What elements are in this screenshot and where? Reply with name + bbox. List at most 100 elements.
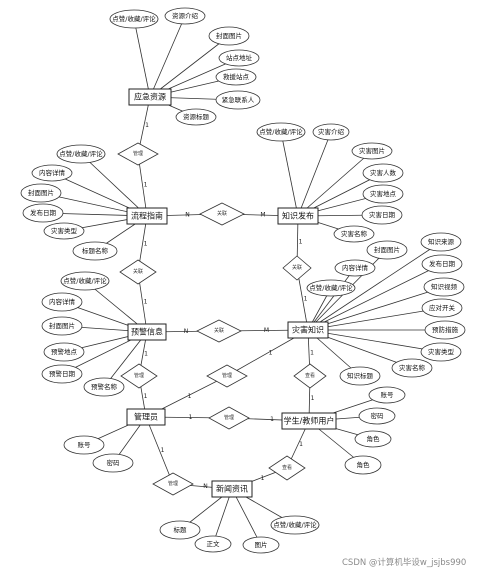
attribute-ellipse — [41, 364, 83, 384]
cardinality-label: M — [260, 212, 265, 219]
relationship-label: 查看 — [305, 372, 315, 379]
attribute-ellipse — [194, 535, 232, 553]
attribute-node: 点赞/收藏/评论 — [256, 122, 306, 142]
attribute-node: 封面图片 — [208, 26, 250, 46]
attribute-label: 知识视频 — [431, 282, 458, 291]
attribute-connector — [231, 488, 262, 546]
attribute-connector — [307, 263, 443, 331]
attribute-ellipse — [109, 9, 159, 29]
attribute-ellipse — [208, 26, 250, 46]
cardinality-label: 1 — [270, 416, 274, 423]
cardinality-label: 1 — [299, 441, 303, 448]
attribute-ellipse — [339, 366, 381, 386]
entity-gly: 管理员 — [126, 408, 166, 426]
attribute-ellipse — [423, 277, 465, 297]
attribute-ellipse — [242, 536, 280, 554]
relationship-label: 关联 — [214, 327, 224, 334]
entity-label: 新闻资讯 — [216, 484, 248, 494]
attribute-label: 正文 — [207, 539, 221, 548]
attribute-ellipse — [358, 407, 396, 425]
relationship-label: 关联 — [133, 268, 143, 275]
attribute-ellipse — [215, 90, 261, 110]
attribute-node: 灾害日期 — [361, 205, 403, 225]
attribute-ellipse — [83, 377, 125, 397]
attribute-node: 应对开关 — [421, 298, 463, 318]
relationship-label: 关联 — [292, 264, 302, 271]
cardinality-label: 1 — [261, 475, 265, 482]
relationship-label: 管理 — [168, 480, 178, 487]
attribute-node: 知识标题 — [339, 366, 381, 386]
entity-xs: 学生/教师用户 — [281, 412, 337, 430]
attribute-node: 灾害类型 — [420, 342, 462, 362]
relationship-node: 查看 — [268, 455, 306, 481]
attribute-label: 点赞/收藏/评论 — [112, 14, 156, 23]
attribute-label: 标题 — [174, 525, 188, 534]
attribute-node: 预警名称 — [83, 377, 125, 397]
attribute-connector — [297, 131, 332, 217]
attribute-label: 账号 — [381, 390, 395, 399]
attribute-node: 灾害地点 — [362, 184, 404, 204]
attribute-node: 角色 — [344, 455, 382, 475]
relationship-label: 管理 — [133, 150, 143, 157]
attribute-label: 灾害人数 — [370, 168, 397, 177]
attribute-ellipse — [362, 184, 404, 204]
attribute-ellipse — [312, 123, 350, 141]
relationship-node: 管理 — [152, 472, 194, 496]
cardinality-label: 1 — [161, 447, 165, 454]
attribute-label: 账号 — [78, 440, 92, 449]
attribute-label: 内容详情 — [49, 297, 76, 306]
attribute-node: 灾害图片 — [351, 142, 393, 160]
attribute-ellipse — [31, 164, 73, 182]
attribute-ellipse — [215, 68, 257, 86]
entity-label: 管理员 — [134, 412, 158, 422]
attribute-label: 封面图片 — [28, 188, 54, 197]
attribute-ellipse — [270, 515, 320, 535]
relationship-node: 关联 — [199, 202, 245, 226]
relationship-diamond — [152, 472, 194, 496]
relationship-label: 关联 — [217, 210, 227, 217]
cardinality-label: 1 — [144, 351, 148, 358]
relationship-diamond — [196, 319, 242, 343]
attribute-node: 角色 — [354, 430, 392, 448]
attribute-label: 资源介绍 — [172, 11, 199, 20]
attribute-label: 封面图片 — [374, 245, 400, 254]
relationship-node: 管理 — [208, 406, 250, 430]
attribute-ellipse — [362, 163, 404, 183]
attribute-connector — [297, 150, 373, 217]
attribute-node: 紧急联系人 — [215, 90, 261, 110]
entity-rect — [287, 321, 329, 339]
attribute-ellipse — [351, 142, 393, 160]
relationship-diamond — [268, 455, 306, 481]
relationship-label: 查看 — [282, 464, 292, 471]
relationship-diamond — [293, 363, 327, 389]
attribute-label: 救援站点 — [223, 72, 250, 81]
attribute-label: 点赞/收藏/评论 — [309, 283, 353, 292]
cardinality-label: 1 — [144, 393, 148, 400]
entity-label: 知识发布 — [282, 211, 314, 221]
attribute-ellipse — [72, 241, 118, 261]
attribute-ellipse — [159, 520, 201, 540]
attribute-node: 账号 — [368, 386, 406, 404]
attribute-node: 封面图片 — [20, 183, 62, 203]
attribute-label: 灾害名称 — [341, 229, 368, 238]
entity-label: 流程指南 — [131, 211, 163, 221]
attribute-label: 密码 — [371, 411, 385, 420]
entity-yjxx: 预警信息 — [127, 323, 167, 341]
attribute-connector — [307, 307, 443, 331]
attribute-label: 点赞/收藏/评论 — [259, 127, 303, 136]
attribute-node: 内容详情 — [334, 259, 376, 277]
attribute-node: 发布日期 — [421, 254, 463, 274]
attribute-node: 灾害介绍 — [312, 123, 350, 141]
attribute-ellipse — [420, 342, 462, 362]
attribute-label: 内容详情 — [342, 263, 369, 272]
cardinality-label: 1 — [299, 239, 303, 246]
relationship-label: 管理 — [224, 414, 234, 421]
relationship-node: 管理 — [120, 363, 158, 389]
attribute-connector — [307, 286, 445, 331]
cardinality-label: 1 — [144, 241, 148, 248]
attribute-ellipse — [354, 430, 392, 448]
relationship-label: 管理 — [134, 372, 144, 379]
attribute-node: 内容详情 — [31, 164, 73, 182]
attribute-node: 图片 — [242, 536, 280, 554]
relationship-diamond — [208, 406, 250, 430]
